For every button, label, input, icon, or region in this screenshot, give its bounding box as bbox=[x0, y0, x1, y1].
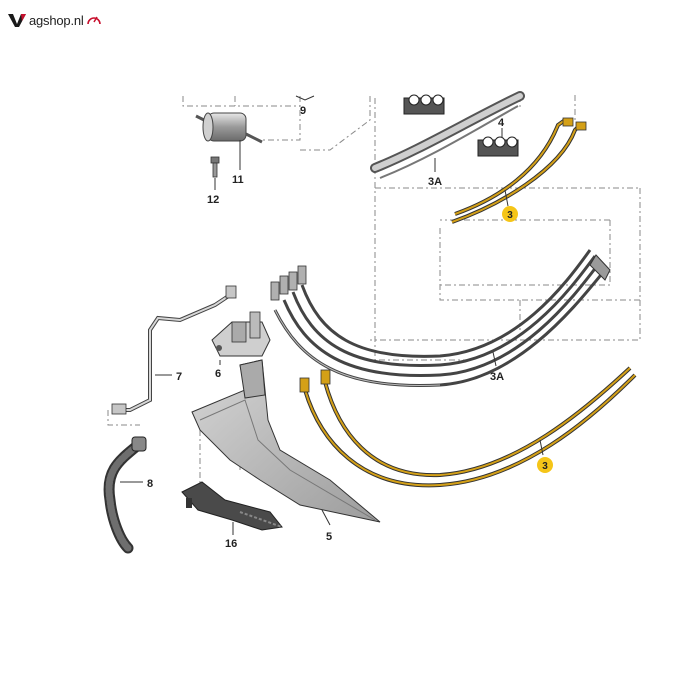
part-3-top-fuel-lines[interactable]: 3 bbox=[451, 117, 587, 224]
part-3a-mid-pipe-bundle[interactable]: 3A bbox=[270, 249, 611, 388]
label-12: 12 bbox=[207, 194, 219, 206]
shop-logo[interactable]: agshop.nl bbox=[8, 9, 102, 31]
part-3a-top-pipe-set[interactable]: 3A bbox=[370, 91, 525, 188]
part-7-rigid-pipe[interactable]: 7 bbox=[111, 285, 237, 415]
part-6-bracket[interactable]: 6 bbox=[211, 311, 271, 380]
part-pipe-clip-upper[interactable] bbox=[403, 94, 445, 115]
part-8-hose[interactable]: 8 bbox=[103, 436, 153, 554]
label-9: 9 bbox=[300, 105, 306, 117]
part-11-fuel-filter[interactable]: 11 bbox=[195, 112, 263, 186]
label-8: 8 bbox=[147, 478, 153, 490]
label-5: 5 bbox=[326, 531, 332, 543]
logo-text: agshop.nl bbox=[29, 12, 84, 28]
label-6: 6 bbox=[215, 368, 221, 380]
label-16: 16 bbox=[225, 538, 237, 550]
label-3a-top: 3A bbox=[428, 176, 442, 188]
label-3a-mid: 3A bbox=[490, 371, 504, 383]
part-4-pipe-clip[interactable]: 4 bbox=[477, 117, 519, 157]
label-3-top: 3 bbox=[507, 210, 513, 221]
part-12-screw[interactable]: 12 bbox=[207, 156, 220, 206]
label-7: 7 bbox=[176, 371, 182, 383]
part-5-cover-panel[interactable]: 5 bbox=[191, 359, 381, 543]
part-9[interactable]: 9 bbox=[295, 95, 315, 117]
label-11: 11 bbox=[232, 174, 244, 186]
label-4: 4 bbox=[498, 117, 505, 129]
brand-mark-icon bbox=[8, 14, 26, 27]
part-16-clip[interactable]: 16 bbox=[181, 481, 283, 550]
label-3-bottom: 3 bbox=[542, 461, 548, 472]
speedometer-icon bbox=[86, 16, 101, 25]
part-3-bottom-fuel-lines[interactable]: 3 bbox=[299, 366, 637, 488]
